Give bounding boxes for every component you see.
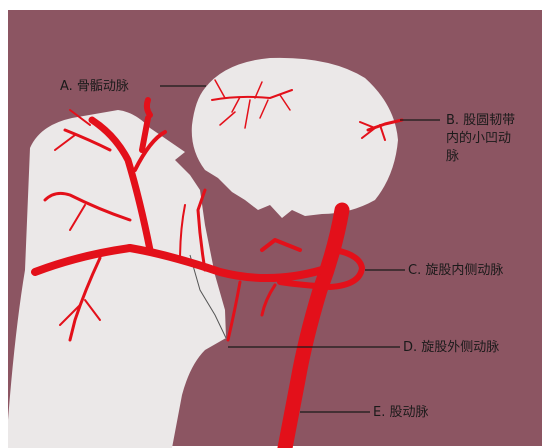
branch-tip bbox=[147, 100, 150, 115]
label-b-line3: 脉 bbox=[446, 149, 459, 164]
label-b-line1: B. 股圆韧带 bbox=[446, 113, 515, 128]
label-c: C. 旋股内侧动脉 bbox=[408, 262, 503, 278]
label-b-line2: 内的小凹动 bbox=[446, 130, 511, 146]
label-d: D. 旋股外侧动脉 bbox=[403, 340, 499, 355]
label-e: E. 股动脉 bbox=[373, 405, 428, 420]
label-a: A. 骨骺动脉 bbox=[60, 79, 129, 94]
